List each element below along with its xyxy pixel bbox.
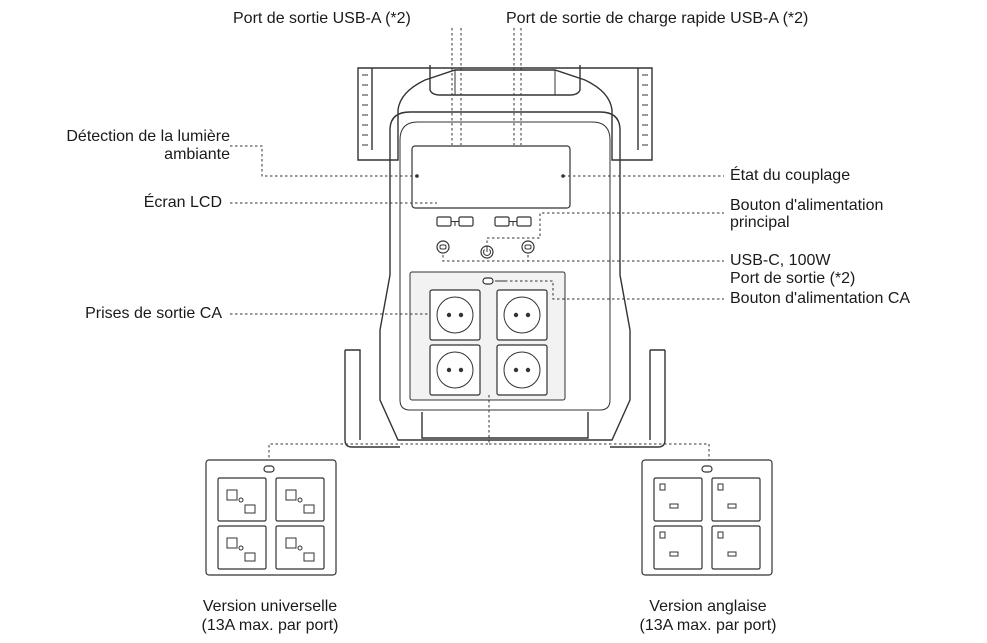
leader-lines (230, 28, 724, 460)
ac-outlets-eu (429, 289, 548, 396)
lcd-screen (411, 145, 571, 209)
uk-version-panel (641, 459, 773, 576)
label-lcd-screen: Écran LCD (143, 194, 222, 211)
usb-a-ports (436, 216, 532, 227)
label-universal-version-line1: Version universelle (202, 598, 338, 615)
label-main-power-line2: principal (730, 214, 790, 231)
label-usb-a-fast-charge: Port de sortie de charge rapide USB-A (*… (506, 10, 809, 27)
ac-panel (409, 271, 566, 401)
label-usb-c-line2: Port de sortie (*2) (730, 270, 856, 287)
label-uk-version-line1: Version anglaise (649, 598, 767, 615)
label-pairing-status: État du couplage (730, 167, 851, 184)
label-usb-c-line1: USB-C, 100W (730, 252, 831, 269)
universal-version-panel (205, 459, 337, 576)
device-body (344, 111, 666, 448)
label-ac-outlets: Prises de sortie CA (85, 305, 222, 322)
label-uk-version-line2: (13A max. par port) (639, 617, 777, 634)
label-main-power-line1: Bouton d'alimentation (730, 197, 884, 214)
label-ambient-light-line1: Détection de la lumière (66, 128, 230, 145)
label-ambient-light-line2: ambiante (164, 146, 230, 163)
label-universal-version-line2: (13A max. par port) (201, 617, 339, 634)
main-power-button (480, 245, 494, 259)
usb-c-ports (436, 240, 535, 254)
carry-handle (357, 65, 653, 161)
label-ac-power-button: Bouton d'alimentation CA (730, 290, 911, 307)
label-usb-a-output: Port de sortie USB-A (*2) (233, 10, 411, 27)
